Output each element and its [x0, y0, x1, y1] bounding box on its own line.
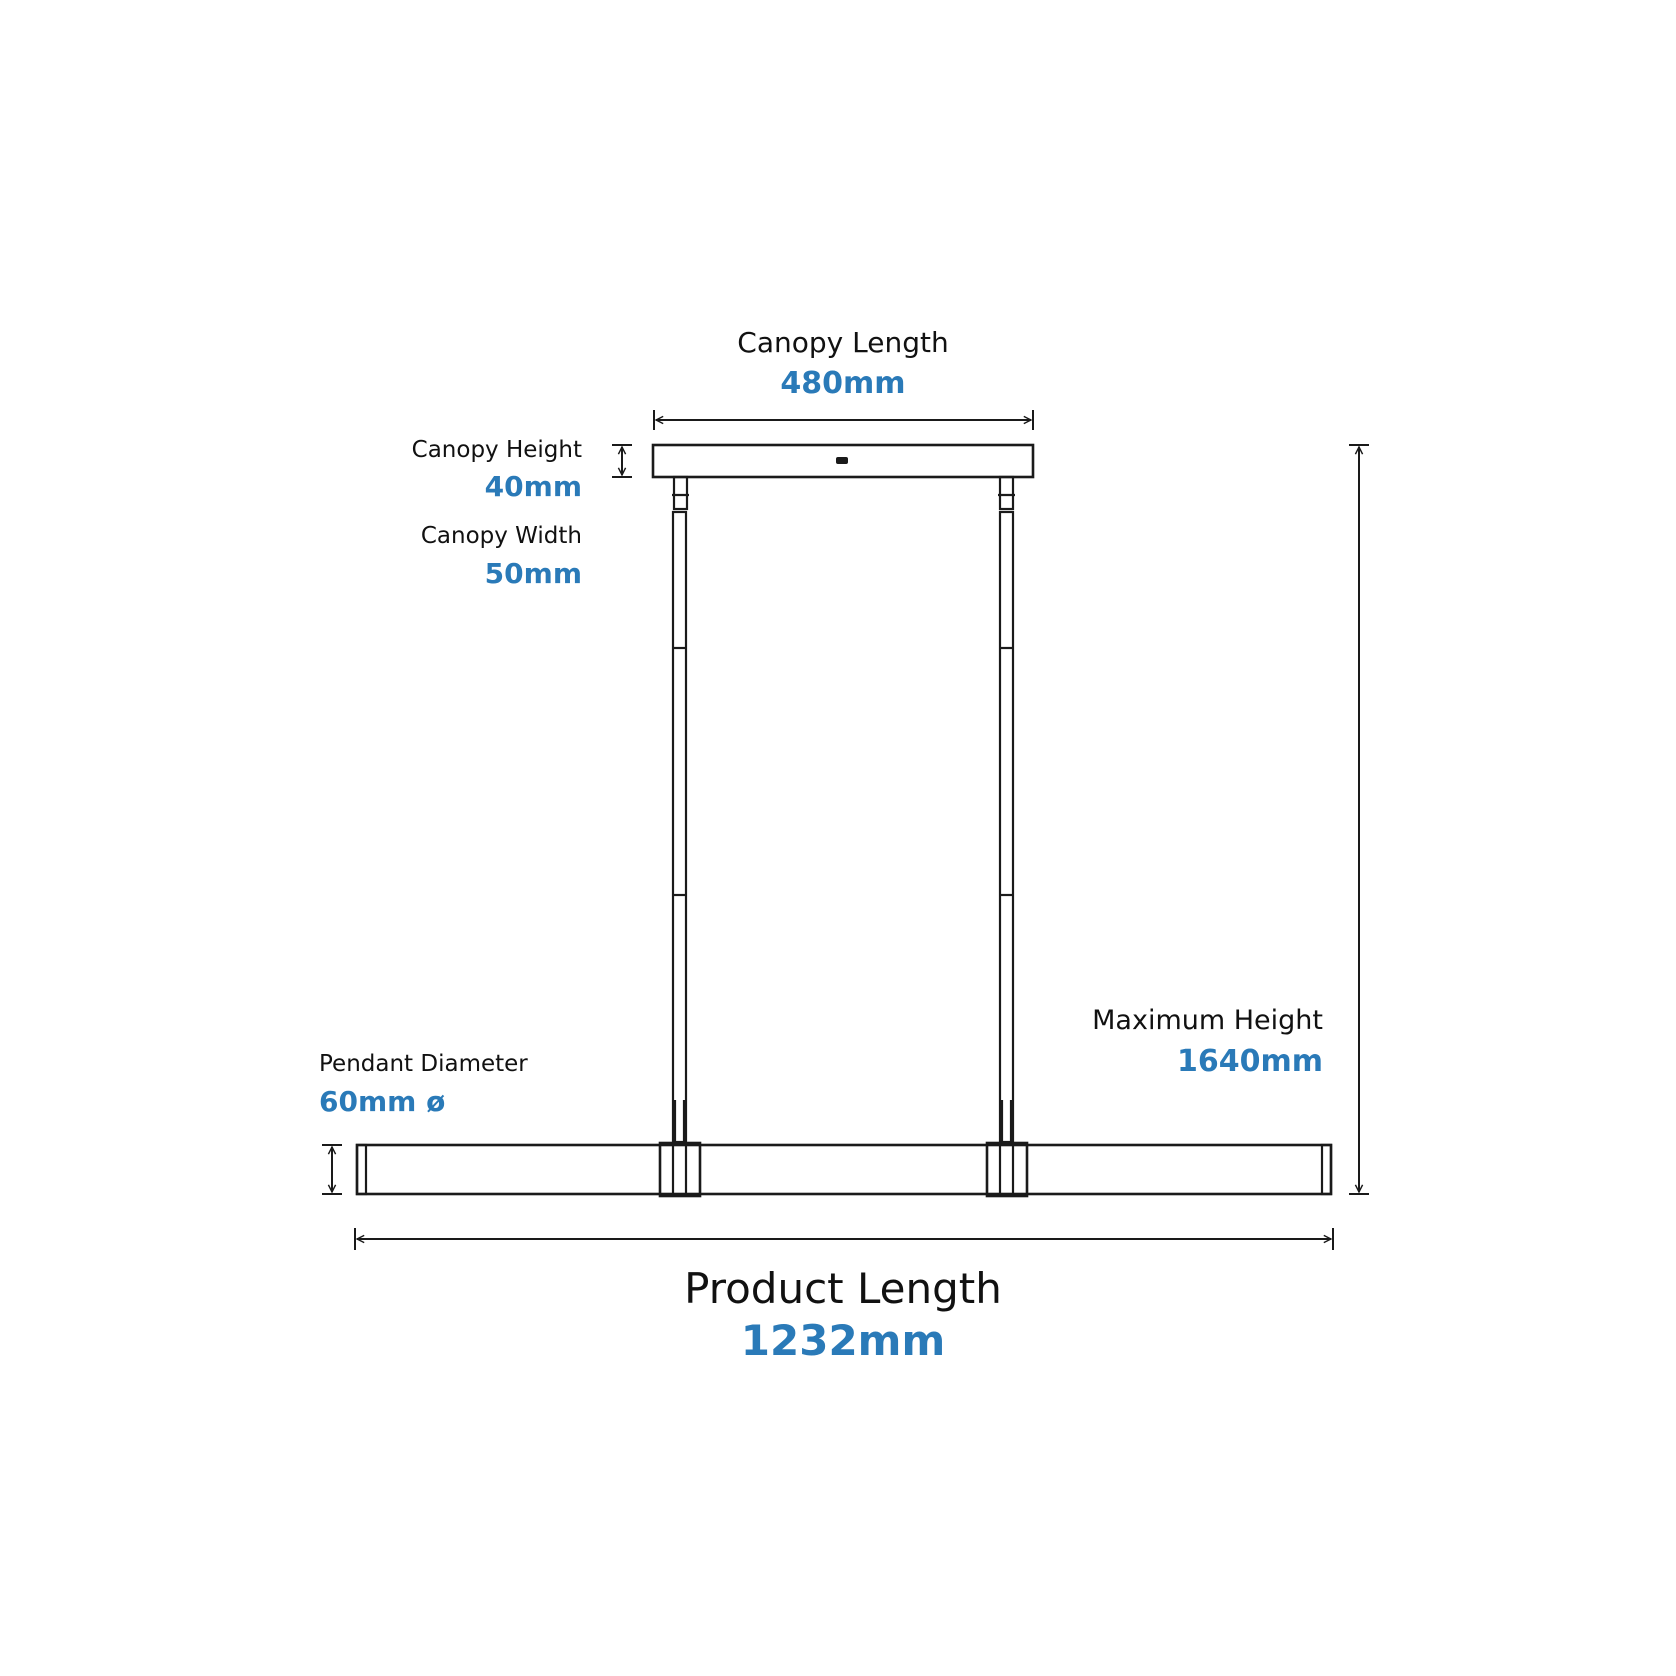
canopy-height-dimension [612, 444, 632, 478]
canopy-width-label: Canopy Width [420, 523, 582, 549]
canopy-width-value: 50mm [484, 557, 582, 590]
canopy-screw [836, 457, 848, 464]
pendant-diameter-label: Pendant Diameter [319, 1051, 528, 1077]
left-suspension-rod [671, 475, 689, 1144]
product-length-label: Product Length [684, 1264, 1002, 1313]
pendant-diameter-value: 60mm ø [319, 1085, 446, 1118]
maximum-height-label: Maximum Height [1092, 1005, 1323, 1036]
canopy-length-dimension [653, 410, 1034, 430]
product-length-dimension [354, 1228, 1334, 1250]
pendant-diameter-dimension [322, 1144, 342, 1195]
canopy-height-label: Canopy Height [411, 437, 582, 463]
canopy-length-label: Canopy Length [737, 326, 949, 359]
maximum-height-dimension [1349, 444, 1369, 1195]
product-length-value: 1232mm [740, 1316, 946, 1365]
canopy-length-value: 480mm [780, 366, 906, 401]
canopy-height-value: 40mm [484, 470, 582, 503]
maximum-height-value: 1640mm [1176, 1044, 1323, 1079]
canopy [651, 443, 1035, 479]
pendant-bar [355, 1141, 1333, 1198]
right-suspension-rod [998, 475, 1015, 1144]
